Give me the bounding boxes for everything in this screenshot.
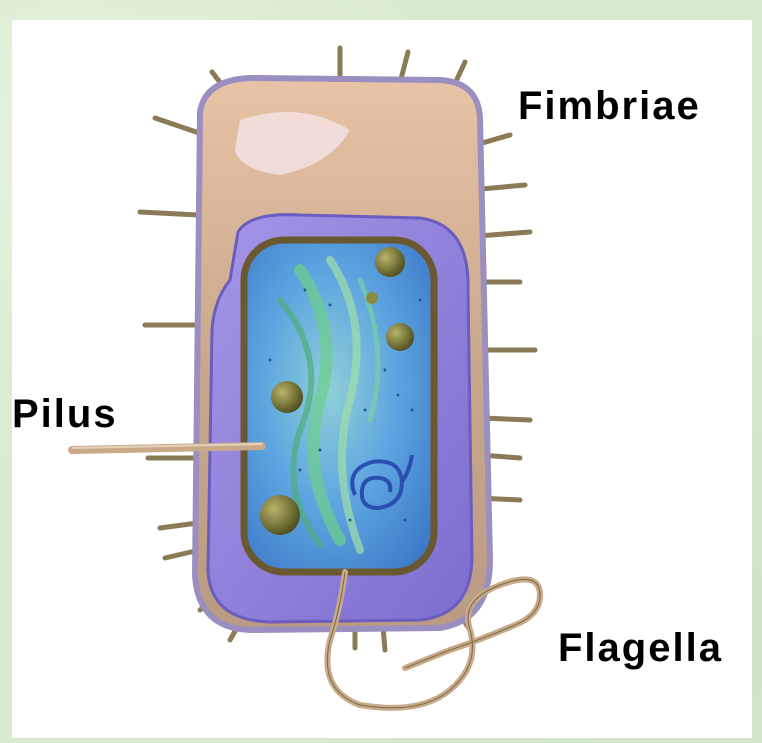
- ribosome: [375, 247, 405, 277]
- fimbria: [478, 232, 530, 236]
- label-flagella: Flagella: [558, 626, 723, 671]
- ribosome: [386, 323, 414, 351]
- fimbria: [140, 212, 198, 215]
- ribosome: [366, 292, 378, 304]
- label-fimbriae: Fimbriae: [518, 84, 701, 129]
- ribosome: [271, 381, 303, 413]
- label-pilus: Pilus: [12, 392, 118, 437]
- ribosome: [260, 495, 300, 535]
